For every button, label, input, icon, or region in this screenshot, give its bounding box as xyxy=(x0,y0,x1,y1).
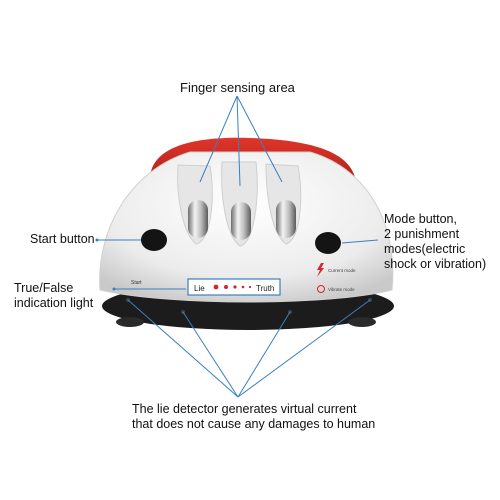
start-print: Start xyxy=(131,280,142,286)
start-button[interactable] xyxy=(141,229,167,251)
leader-lines xyxy=(97,95,379,398)
true-false-line: indication light xyxy=(14,296,94,310)
lie-label: Lie xyxy=(194,284,205,293)
current-mode-print: Current mode xyxy=(328,268,356,273)
mode-callout-line: 2 punishment xyxy=(384,227,460,241)
vibrate-icon xyxy=(317,285,325,293)
indicator-lights xyxy=(213,284,252,290)
mode-button-callout: Mode button, 2 punishment modes(electric… xyxy=(384,212,486,272)
start-button-callout: Start button xyxy=(30,232,95,246)
caption-line: The lie detector generates virtual curre… xyxy=(132,402,357,416)
mode-callout-line: shock or vibration) xyxy=(384,257,487,271)
finger-sensing-callout: Finger sensing area xyxy=(180,80,295,95)
true-false-callout: True/False indication light xyxy=(14,281,93,311)
metal-sensor-plates xyxy=(188,200,296,240)
truth-label: Truth xyxy=(256,284,274,293)
lightning-icon xyxy=(317,263,324,277)
true-false-line: True/False xyxy=(14,281,74,295)
caption-callout: The lie detector generates virtual curre… xyxy=(132,402,375,432)
mode-button[interactable] xyxy=(315,232,341,254)
vibrate-mode-print: Vibrate mode xyxy=(328,287,355,292)
mode-callout-line: Mode button, xyxy=(384,212,457,226)
caption-line: that does not cause any damages to human xyxy=(132,417,376,431)
mode-callout-line: modes(electric xyxy=(384,242,466,256)
